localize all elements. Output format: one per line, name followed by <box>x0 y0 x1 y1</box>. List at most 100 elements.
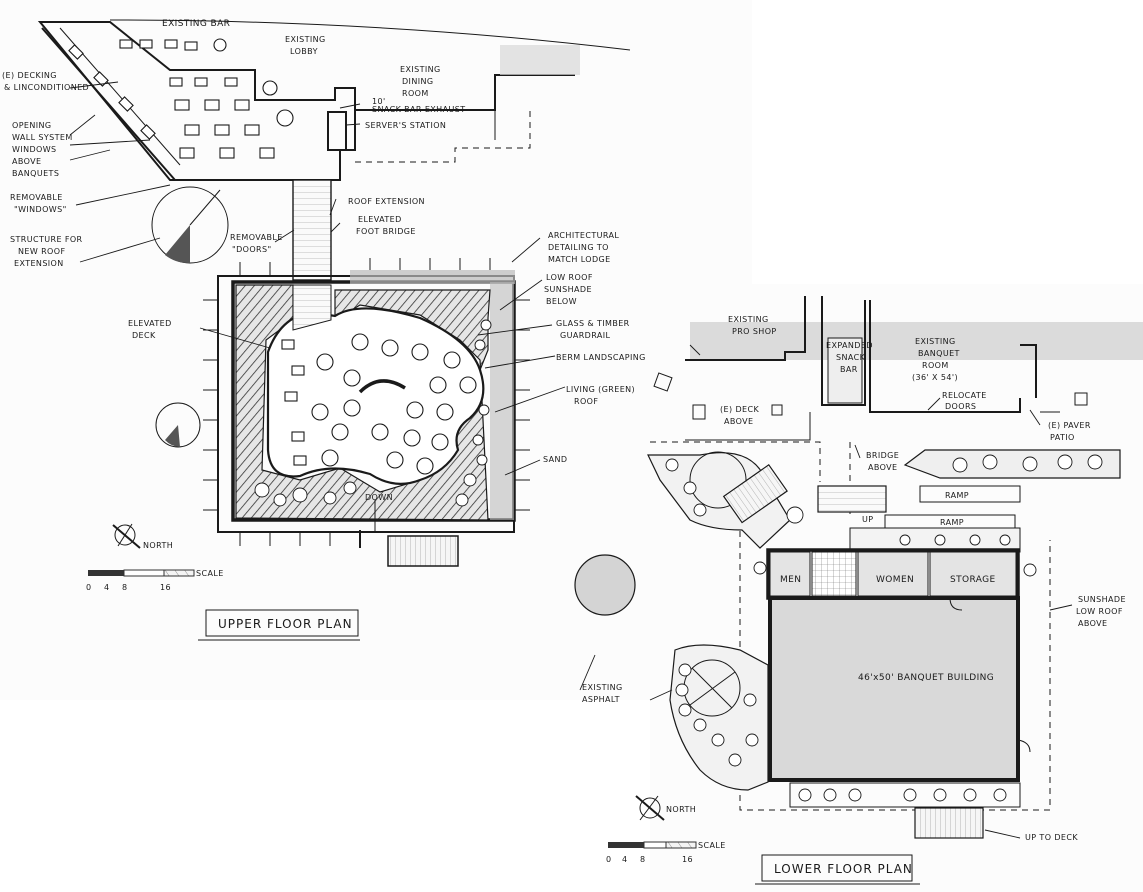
south-bed <box>789 782 1021 808</box>
label-scale-upper: SCALE <box>196 569 224 578</box>
lower-scale-tick-0: 0 <box>606 855 612 864</box>
existing-tree-symbol <box>574 554 636 616</box>
label-existing-lobby-1: EXISTING <box>285 35 326 44</box>
upper-title-box <box>205 609 359 637</box>
label-up-to-deck: UP TO DECK <box>1025 833 1078 842</box>
scale-tick-0: 0 <box>86 583 92 592</box>
lower-labels: EXISTING PRO SHOP EXPANDED SNACK BAR EXI… <box>582 315 1126 876</box>
patio-circle-lower-line <box>691 667 733 709</box>
label-deck-above-1: (E) DECK <box>720 405 759 414</box>
label-snack-bar-exhaust: SNACK BAR EXHAUST <box>372 105 465 114</box>
men-room <box>769 551 811 597</box>
lower-title-box <box>761 854 913 882</box>
scale-tick-8: 8 <box>122 583 128 592</box>
label-berm: BERM LANDSCAPING <box>556 353 646 362</box>
roof-extension-dashed <box>355 110 531 163</box>
storage-room <box>929 551 1017 597</box>
landscape-bed-west <box>669 644 769 791</box>
label-banquet-room-3: ROOM <box>922 361 949 370</box>
label-dim-10: 10' <box>372 97 386 106</box>
elevated-deck-surface <box>266 307 485 485</box>
scale-tick-4: 4 <box>104 583 110 592</box>
storage-door <box>949 597 963 611</box>
label-north-upper: NORTH <box>143 541 173 550</box>
label-up: UP <box>862 515 873 524</box>
bed-top-right <box>903 449 1121 479</box>
label-opening-3: WINDOWS <box>12 145 57 154</box>
label-down: DOWN <box>365 493 393 502</box>
label-elevated-deck-1: ELEVATED <box>128 319 172 328</box>
sun-line <box>189 189 221 226</box>
bar-tables <box>68 38 294 159</box>
sun-diagram-small <box>155 402 201 448</box>
label-dining-2: DINING <box>402 77 433 86</box>
upper-stair <box>387 535 459 567</box>
bar-deck-diagonal <box>41 27 176 181</box>
label-snack-2: SNACK <box>836 353 866 362</box>
label-asphalt-1: EXISTING <box>582 683 623 692</box>
label-elevated-deck-2: DECK <box>132 331 156 340</box>
label-structure-1: STRUCTURE FOR <box>10 235 83 244</box>
label-structure-3: EXTENSION <box>14 259 64 268</box>
upper-labels: EXISTING BAR EXISTING LOBBY EXISTING DIN… <box>2 19 646 631</box>
label-low-roof-1: LOW ROOF <box>546 273 593 282</box>
label-dining-1: EXISTING <box>400 65 441 74</box>
label-opening-4: ABOVE <box>12 157 42 166</box>
lower-scale-tick-8: 8 <box>640 855 646 864</box>
label-architectural-2: DETAILING TO <box>548 243 609 252</box>
label-decking-2: & LINCONDITIONED <box>4 83 89 92</box>
label-snack-1: EXPANDED <box>826 341 873 350</box>
label-relocate-1: RELOCATE <box>942 391 987 400</box>
pro-shop-wall <box>685 296 1037 413</box>
label-paver-1: (E) PAVER <box>1048 421 1091 430</box>
label-ramp-2: RAMP <box>940 518 964 527</box>
label-scale-lower: SCALE <box>698 841 726 850</box>
label-removable-doors-2: "DOORS" <box>232 245 272 254</box>
gray-wash-lodge <box>500 45 580 75</box>
ramp-1 <box>919 485 1021 503</box>
upper-deck-right-band <box>490 282 514 520</box>
lower-south-stair <box>914 807 984 839</box>
label-removable-windows-2: "WINDOWS" <box>14 205 67 214</box>
label-dining-3: ROOM <box>402 89 429 98</box>
label-paver-2: PATIO <box>1050 433 1075 442</box>
upper-scale-bar <box>88 569 195 577</box>
banquet-building <box>768 596 1020 782</box>
label-living-roof-2: ROOF <box>574 397 598 406</box>
deck-fixture <box>653 372 673 392</box>
lower-scale-tick-16: 16 <box>682 855 693 864</box>
label-decking-1: (E) DECKING <box>2 71 57 80</box>
label-sunshade-3: ABOVE <box>1078 619 1108 628</box>
berm-plantings <box>254 319 492 507</box>
lower-leaders <box>579 344 1073 839</box>
outrigger-ticks <box>203 258 530 546</box>
label-low-roof-3: BELOW <box>546 297 577 306</box>
elevated-foot-bridge <box>292 179 332 281</box>
label-bridge-above-2: ABOVE <box>868 463 898 472</box>
label-architectural-3: MATCH LODGE <box>548 255 611 264</box>
label-snack-3: BAR <box>840 365 858 374</box>
label-living-roof-1: LIVING (GREEN) <box>566 385 635 394</box>
label-foot-bridge-1: ELEVATED <box>358 215 402 224</box>
label-banquet-room-4: (36' X 54') <box>912 373 958 382</box>
label-structure-2: NEW ROOF <box>18 247 65 256</box>
scale-tick-16: 16 <box>160 583 171 592</box>
lower-north-arrow <box>635 795 665 821</box>
women-room <box>857 551 929 597</box>
label-north-lower: NORTH <box>666 805 696 814</box>
banquet-door-right <box>1017 739 1031 753</box>
label-roof-extension: ROOF EXTENSION <box>348 197 425 206</box>
patio-fixture <box>1074 392 1088 406</box>
label-relocate-2: DOORS <box>945 402 976 411</box>
label-sunshade-1: SUNSHADE <box>1078 595 1126 604</box>
sun-angle-wedge <box>165 225 190 264</box>
curved-bar-counter <box>358 379 406 394</box>
label-banquet-building: 46'x50' BANQUET BUILDING <box>858 673 994 683</box>
label-low-roof-2: SUNSHADE <box>544 285 592 294</box>
upper-leaders <box>69 81 566 476</box>
lower-scale-tick-4: 4 <box>622 855 628 864</box>
label-women: WOMEN <box>876 575 914 585</box>
label-servers-station: SERVER'S STATION <box>365 121 446 130</box>
label-glass-timber-2: GUARDRAIL <box>560 331 611 340</box>
patio-circle-lower-line2 <box>689 671 736 706</box>
